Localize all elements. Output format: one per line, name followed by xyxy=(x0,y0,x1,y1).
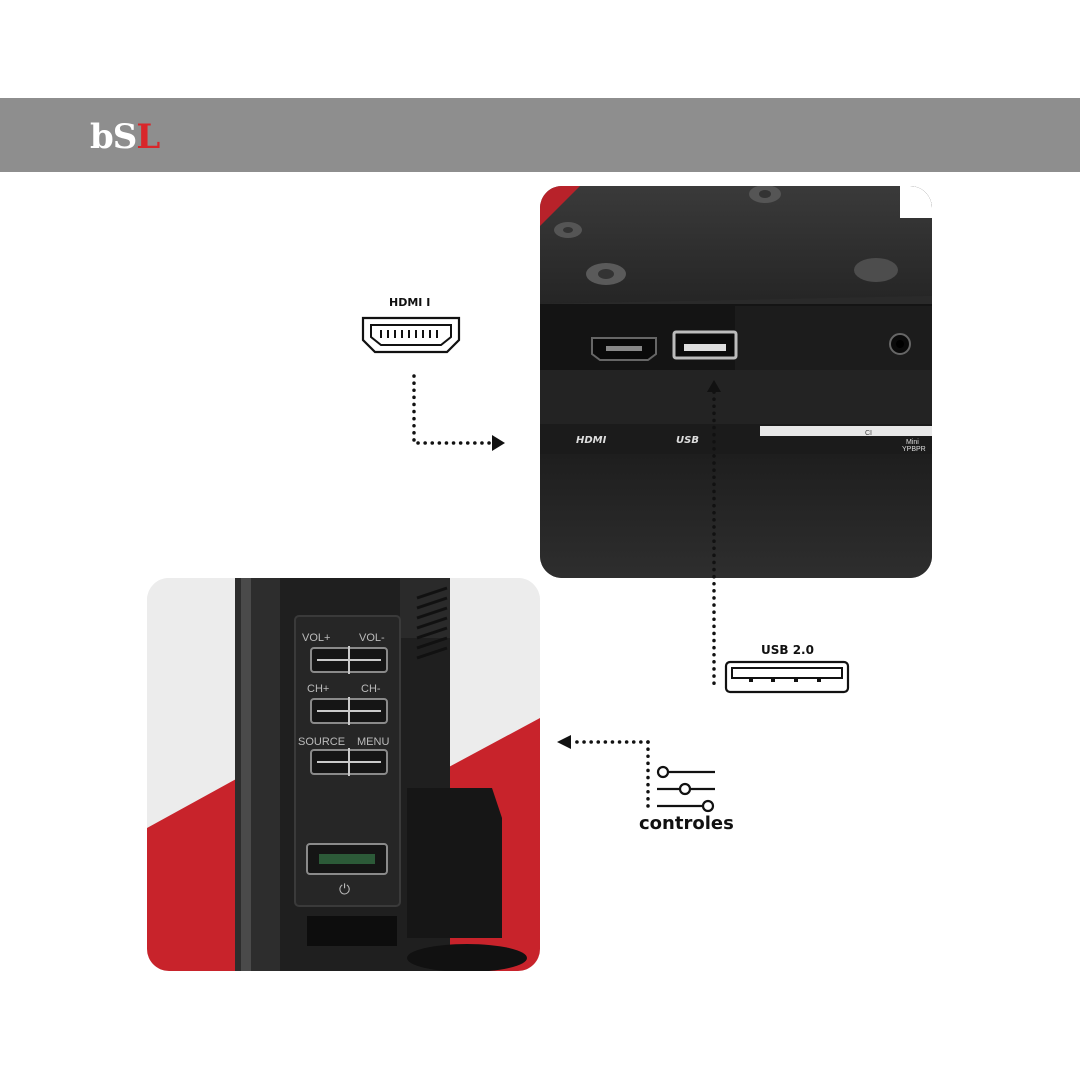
vol-minus-label: VOL- xyxy=(359,632,385,644)
label-usb-text: USB xyxy=(676,435,699,446)
brand-logo: bSL xyxy=(90,117,160,157)
power-symbol-label: ⏻ xyxy=(339,881,350,897)
tv-ports-photo: HDMI USB CI Mini YPBPR xyxy=(540,186,932,578)
controls-arrow-head xyxy=(557,735,571,749)
hdmi-port-icon xyxy=(361,316,461,354)
label-ypbpr-text: YPBPR xyxy=(902,446,926,453)
tv-ports-illustration: HDMI USB CI Mini YPBPR xyxy=(540,186,932,578)
hdmi-connector-line xyxy=(412,374,496,445)
controls-callout-label: controles xyxy=(639,813,734,834)
sliders-icon xyxy=(656,765,715,813)
menu-label: MENU xyxy=(357,736,389,748)
ch-plus-label: CH+ xyxy=(307,683,329,695)
label-hdmi-text: HDMI xyxy=(576,435,607,446)
label-mini-text: Mini xyxy=(906,439,919,446)
hdmi-arrow-head xyxy=(492,435,505,451)
hdmi-callout-label: HDMI I xyxy=(389,296,431,309)
logo-text-red: L xyxy=(136,117,160,157)
ch-minus-label: CH- xyxy=(361,683,381,695)
usb-port-icon xyxy=(724,660,850,694)
vol-plus-label: VOL+ xyxy=(302,632,330,644)
usb-callout-label: USB 2.0 xyxy=(761,643,814,657)
tv-controls-photo: VOL+ VOL- CH+ CH- SOURCE MENU ⏻ xyxy=(147,578,540,971)
logo-text-white: bS xyxy=(90,117,137,157)
source-label: SOURCE xyxy=(298,736,345,748)
label-ci-text: CI xyxy=(865,430,872,437)
tv-controls-illustration: VOL+ VOL- CH+ CH- SOURCE MENU ⏻ xyxy=(147,578,540,971)
header-banner xyxy=(0,98,1080,172)
